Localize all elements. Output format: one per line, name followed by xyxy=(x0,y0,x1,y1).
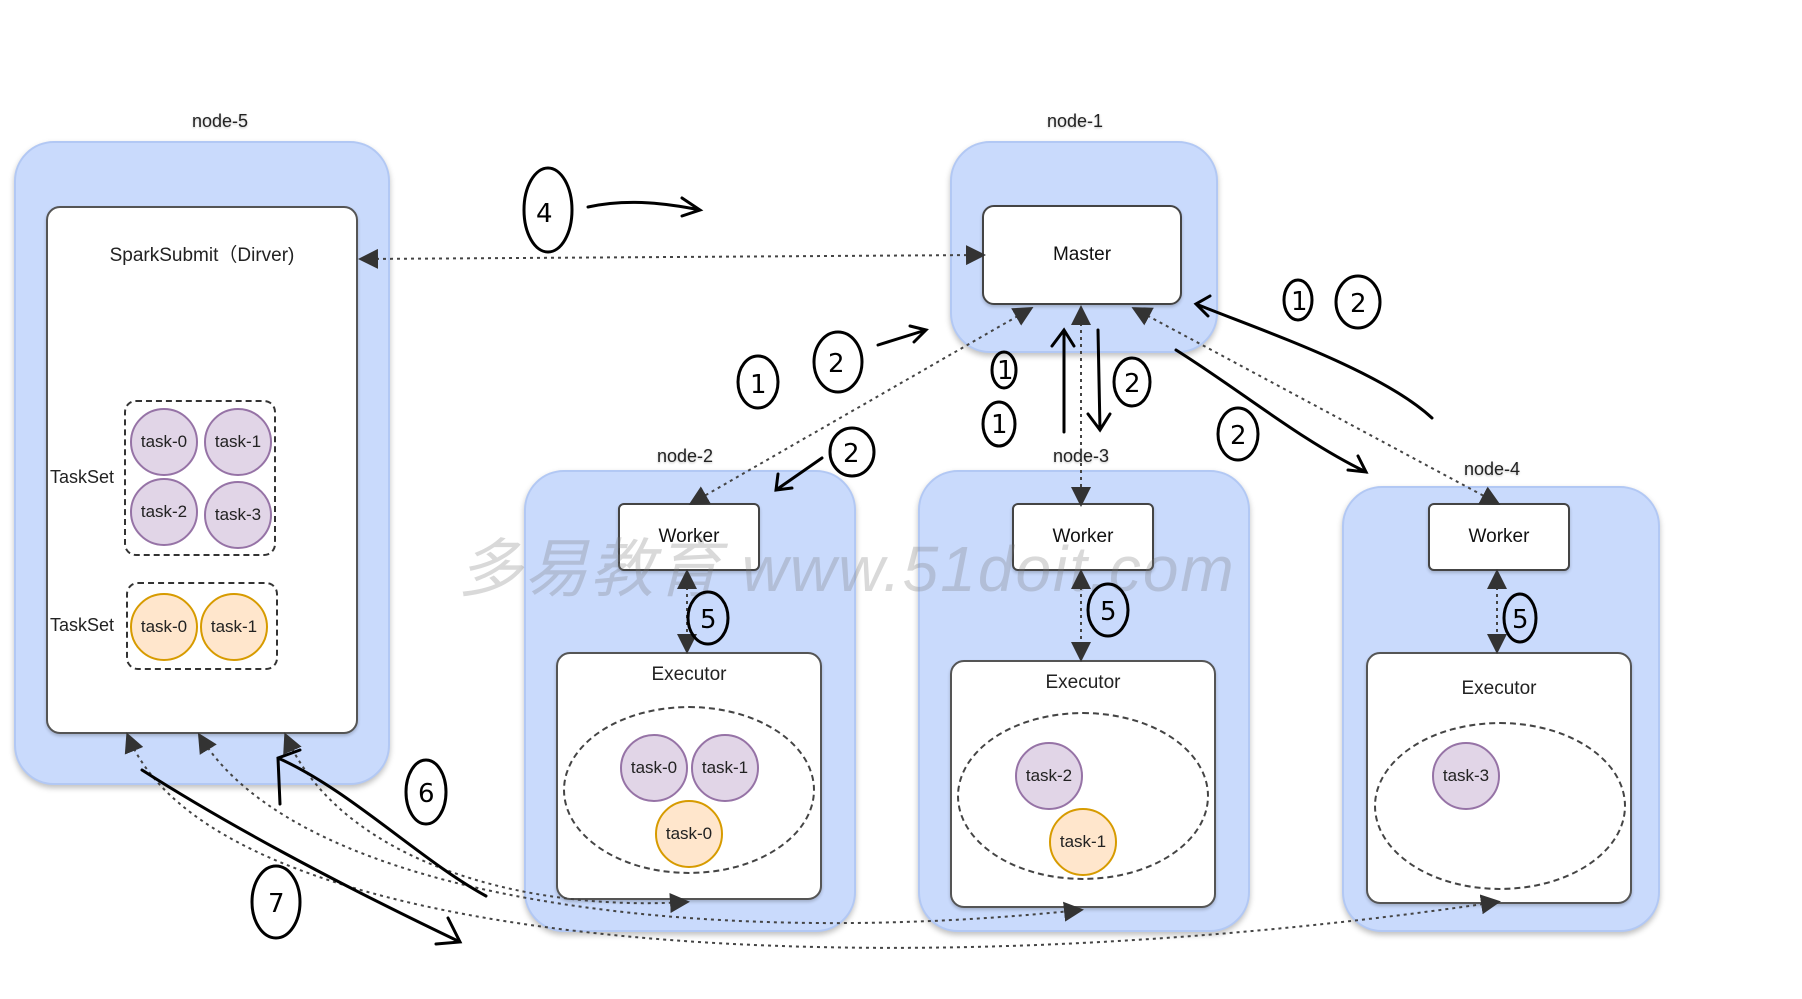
annotation-2c-text: 2 xyxy=(1230,421,1247,451)
node-1-label: node-1 xyxy=(1046,111,1104,131)
annotation-1-text: 1 xyxy=(750,370,767,400)
task-circle: task-0 xyxy=(620,734,688,802)
annotation-1-3a-text: 1 xyxy=(1291,287,1308,317)
annotation-1b-circle xyxy=(990,350,1018,390)
annotation-7-arrow xyxy=(140,768,463,946)
taskset-label-2: TaskSet xyxy=(50,615,115,635)
annotation-7-text: 7 xyxy=(268,889,285,919)
task-circle: task-1 xyxy=(691,734,759,802)
node-4-worker: Worker xyxy=(1428,503,1570,571)
annotation-1b-text: 1 xyxy=(997,356,1014,386)
task-circle: task-0 xyxy=(130,593,198,661)
driver-master-link xyxy=(358,245,986,269)
annotation-step4-arrow xyxy=(586,196,704,218)
annotation-2b-circle xyxy=(1112,356,1152,408)
master-box: Master xyxy=(982,205,1182,305)
annotation-1-3b-text: 2 xyxy=(1350,289,1367,319)
taskset-group-1 xyxy=(124,400,276,556)
taskset-label-1: TaskSet xyxy=(50,467,115,487)
task-circle: task-0 xyxy=(130,408,198,476)
node-4-executor-title: Executor xyxy=(1461,678,1537,699)
task-circle: task-0 xyxy=(655,800,723,868)
node-3-executor-title: Executor xyxy=(1045,672,1121,693)
annotation-2-circle xyxy=(812,330,864,394)
annotation-2a-circle xyxy=(828,426,876,478)
node-4-task-pool xyxy=(1374,722,1626,890)
annotation-2-text: 2 xyxy=(828,349,845,379)
task-circle: task-1 xyxy=(1049,808,1117,876)
annotation-1-3a-circle xyxy=(1282,278,1314,322)
node-2-executor-title: Executor xyxy=(651,664,727,685)
annotation-1-2-arrow xyxy=(876,324,929,347)
driver-box: SparkSubmit（Dirver) xyxy=(46,206,358,734)
task-circle: task-3 xyxy=(204,481,272,549)
driver-title: SparkSubmit（Dirver) xyxy=(109,245,295,266)
annotation-2c-arrow xyxy=(1174,348,1369,474)
task-circle: task-3 xyxy=(1432,742,1500,810)
annotation-1c-text: 1 xyxy=(991,410,1008,440)
annotation-7-circle xyxy=(250,864,302,940)
node-3-worker: Worker xyxy=(1012,503,1154,571)
task-circle: task-1 xyxy=(204,408,272,476)
annotation-1-3-arrow xyxy=(1193,294,1434,420)
task-circle: task-2 xyxy=(1015,742,1083,810)
task-circle: task-1 xyxy=(200,593,268,661)
annotation-6-text: 6 xyxy=(418,779,435,809)
annotation-2b-text: 2 xyxy=(1124,369,1141,399)
annotation-1-3b-circle xyxy=(1334,274,1382,330)
node-3-label: node-3 xyxy=(1052,446,1110,466)
annotation-1-circle xyxy=(736,354,780,410)
node-5-label: node-5 xyxy=(191,111,249,131)
node-2-label: node-2 xyxy=(656,446,714,466)
annotation-step4-text: 4 xyxy=(536,199,553,229)
annotation-step4-circle xyxy=(522,166,574,254)
task-circle: task-2 xyxy=(130,478,198,546)
annotation-6-circle xyxy=(404,758,448,826)
annotation-2a-text: 2 xyxy=(843,439,860,469)
node-4-label: node-4 xyxy=(1463,459,1521,479)
annotation-2c-circle xyxy=(1216,406,1260,462)
annotation-1c-circle xyxy=(981,400,1017,448)
watermark: 多易教育 www.51doit.com xyxy=(458,533,1236,605)
taskset-group-2 xyxy=(126,582,278,670)
